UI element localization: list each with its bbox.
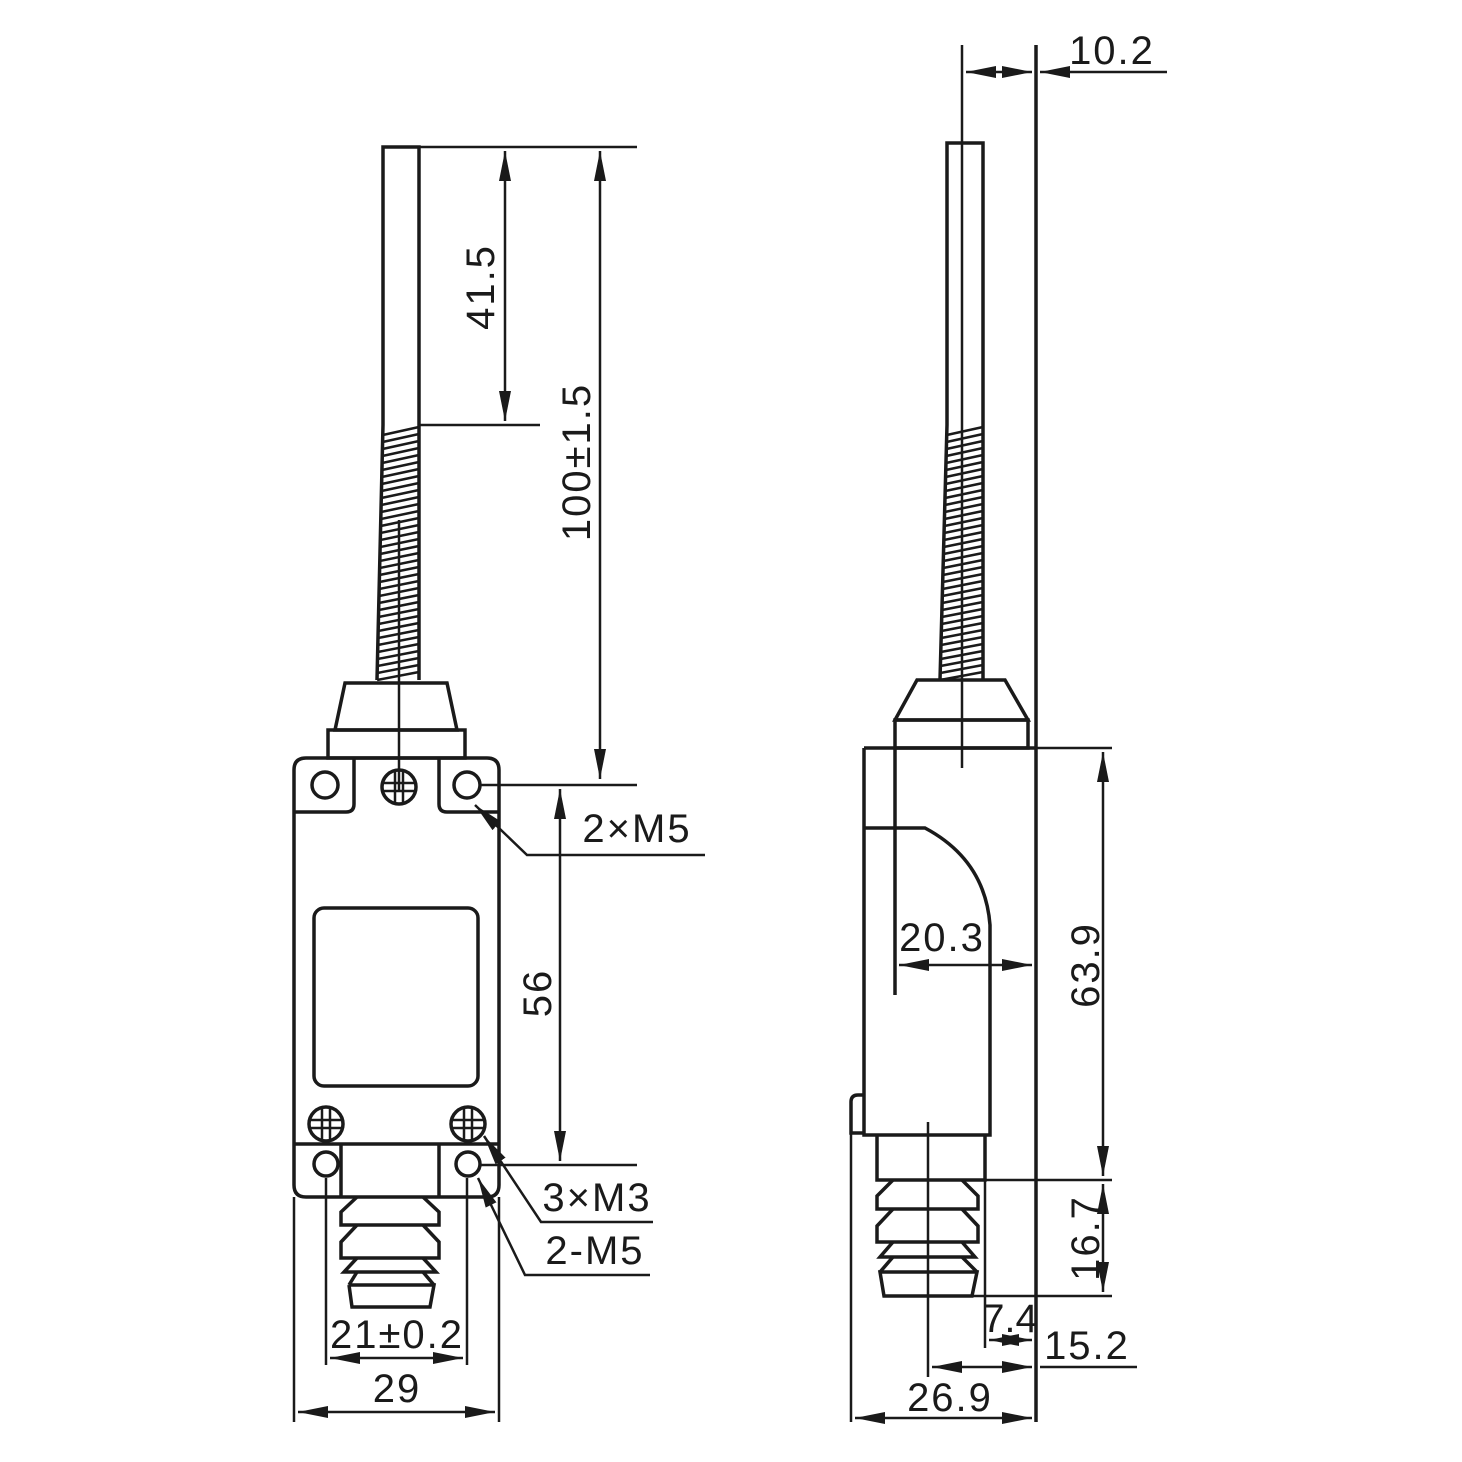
mount-hole [452,770,482,800]
spring-coil [944,495,984,507]
dim-depth: 26.9 [907,1376,993,1420]
switch-body [292,756,501,1199]
spring-coil [381,488,420,500]
spring-coil [943,530,984,542]
lever-cap [332,681,460,732]
dim-body-height: 63.9 [1064,922,1108,1008]
dimension-lines [849,45,1167,1424]
spring-coil [381,460,420,472]
window [312,906,480,1088]
label-top-holes: 2×M5 [582,807,691,851]
switch-body [862,746,1036,1137]
plunger-neck [875,1135,987,1182]
bottom-band [294,1142,499,1197]
spring-coil [381,467,420,479]
spring-coil [381,453,420,465]
label-bottom-holes: 2-M5 [545,1229,644,1273]
screw-icon [449,1105,487,1143]
top-right-ear [437,758,499,814]
body-tab [849,1093,864,1135]
spring-coil [946,439,984,451]
plunger-bellows [339,1195,441,1309]
dim-mount-pitch: 56 [516,969,560,1018]
spring-coil [382,432,420,444]
spring-coil [943,523,984,535]
spring-coil [945,467,984,479]
dim-plunger-offset: 15.2 [1044,1324,1130,1368]
dim-width: 29 [373,1367,422,1411]
top-left-ear [294,758,356,814]
spring-coil [943,544,984,556]
spring-coil [945,446,984,458]
spring-coil [943,537,984,549]
spring-coil [945,474,984,486]
spring-coil [380,495,420,507]
spring-coil [946,425,984,437]
spring-coil [381,481,420,493]
dim-plunger-height: 16.7 [1064,1195,1108,1281]
dim-lever-plain: 41.5 [459,244,503,330]
spring-coil [944,516,984,528]
dim-lever-offset: 10.2 [1069,29,1155,73]
spring-coil [380,502,420,514]
spring-coil [945,481,984,493]
spring-coil [380,509,420,521]
screw-icon [380,768,418,806]
dimension-lines [292,145,705,1422]
dim-head-depth: 20.3 [899,916,985,960]
mount-hole [310,770,340,800]
spring-coil [944,502,984,514]
head-base [326,728,467,760]
dim-hole-pitch: 21±0.2 [330,1313,464,1357]
mount-hole [312,1150,340,1178]
label-screws: 3×M3 [542,1176,651,1220]
dim-lever-total: 100±1.5 [555,383,599,541]
side-view: 10.2 20.3 63.9 16.7 7.4 15.2 26.9 [849,29,1167,1424]
spring-coil [946,432,984,444]
spring-coil [381,474,420,486]
dim-plunger-offset-small: 7.4 [982,1297,1038,1341]
spring-coil [944,509,984,521]
spring-coil [382,439,420,451]
screw-icon [307,1105,345,1143]
spring-coil [382,425,420,437]
front-view: 41.5 100±1.5 56 2×M5 3×M3 2-M5 21±0.2 29 [292,145,705,1422]
spring-coil [382,446,420,458]
spring-coil [944,488,984,500]
spring-coil [945,460,984,472]
spring-coil [945,453,984,465]
mount-hole [454,1150,482,1178]
